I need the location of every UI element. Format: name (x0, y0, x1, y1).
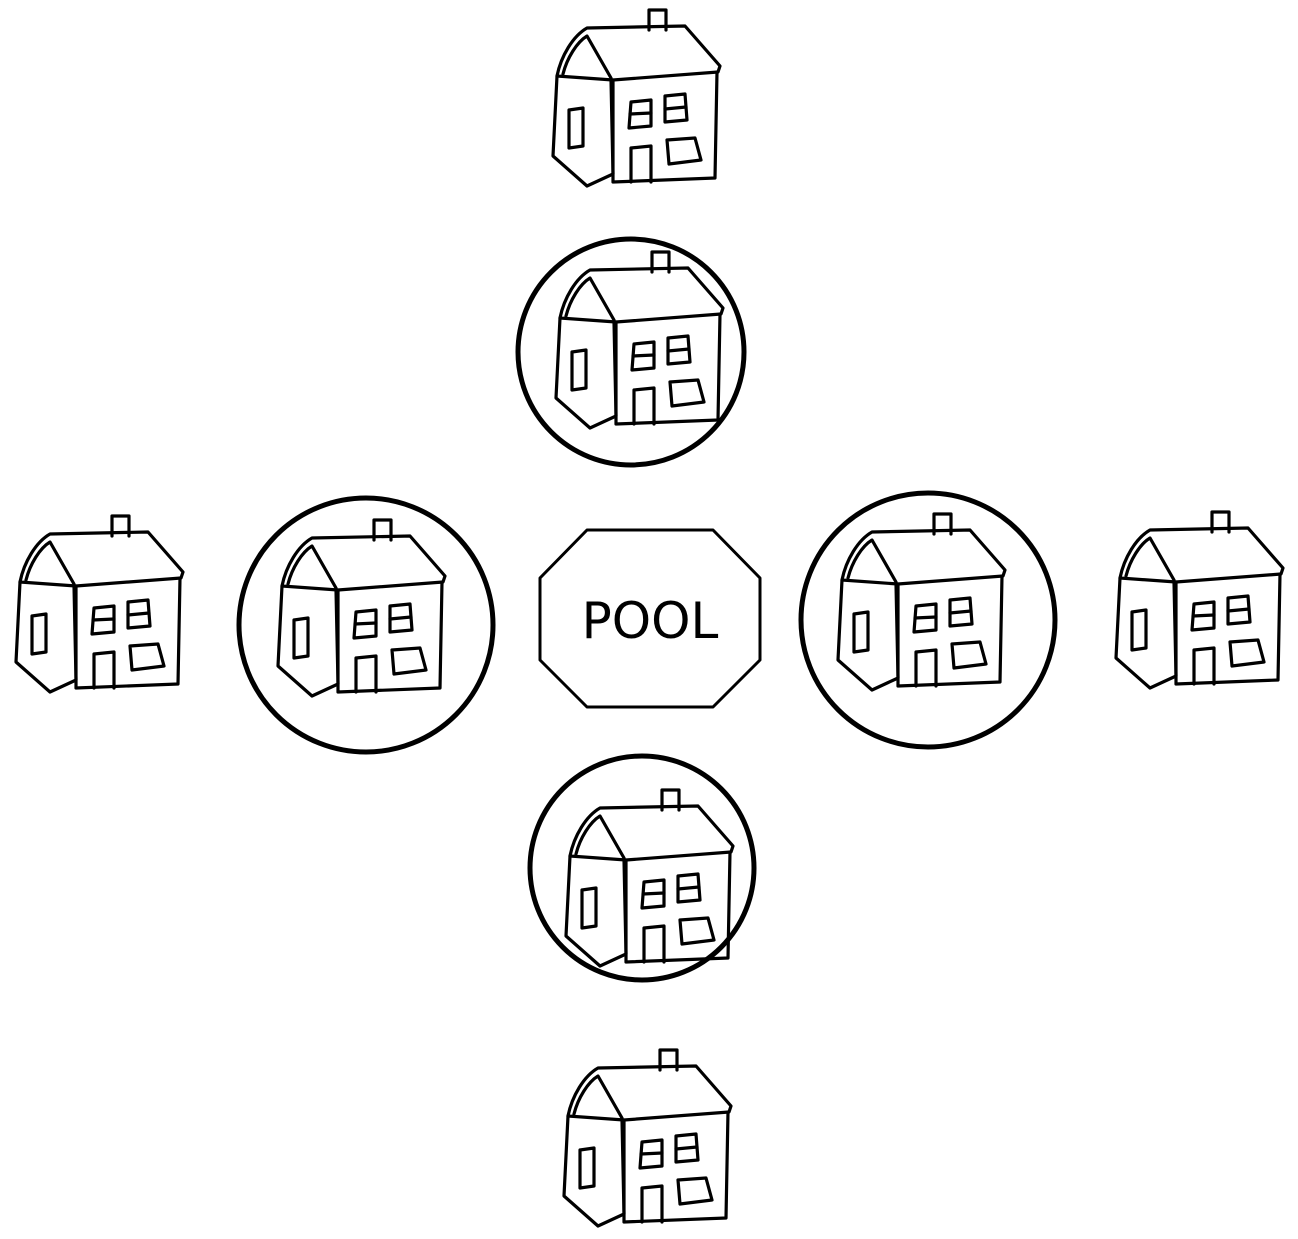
circle-right-inner (798, 490, 1058, 750)
house-bottom-outer (562, 1048, 733, 1228)
circle-top-inner (515, 236, 747, 468)
house-right-inner (798, 490, 1058, 750)
house-left-inner (236, 495, 496, 755)
circle-left-inner (236, 495, 496, 755)
house-bottom-inner (527, 753, 757, 983)
circle-bottom-inner (527, 753, 757, 983)
house-right-outer (1114, 510, 1285, 690)
house-left-outer (14, 514, 185, 694)
pool-label: POOL (582, 592, 719, 650)
house-top-inner (515, 236, 747, 468)
house-top-outer (551, 8, 722, 188)
pool-sign: POOL (538, 528, 762, 709)
pool-octagon (538, 528, 762, 709)
